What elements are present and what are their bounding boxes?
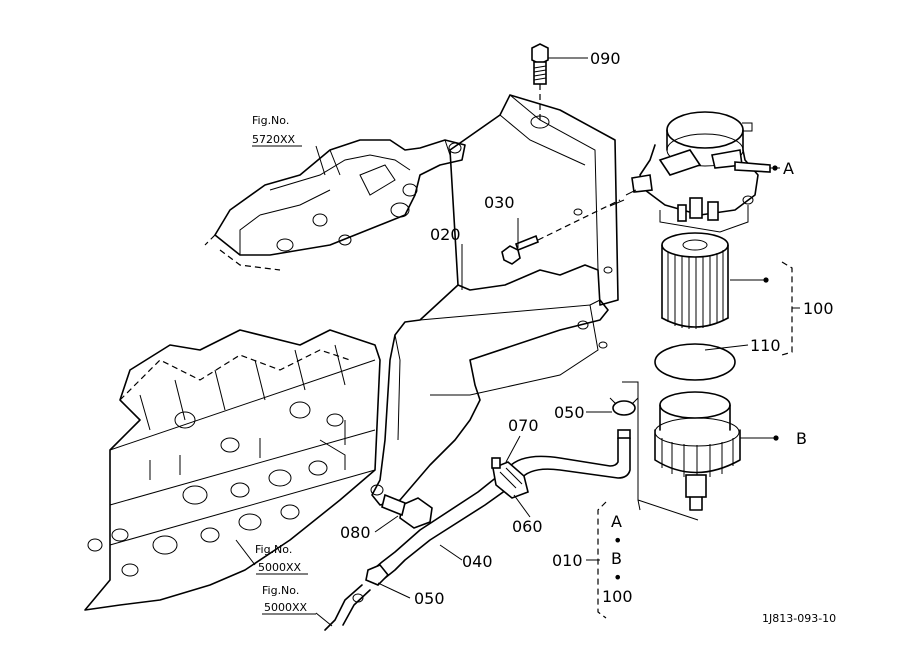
bracket-020 (370, 94, 619, 506)
drawing-code: 1J813-093-10 (762, 612, 836, 625)
label-110: 110 (750, 336, 781, 355)
figref-3-number: 5000XX (264, 601, 308, 614)
label-020: 020 (430, 225, 461, 244)
clamp-050-upper (609, 397, 639, 439)
clamp-050-lower (324, 564, 390, 631)
figref-2-number: 5000XX (258, 561, 302, 574)
bolt-080 (381, 493, 433, 529)
label-070: 070 (508, 416, 539, 435)
bolt-090 (531, 43, 549, 120)
filter-bowl (654, 391, 741, 511)
label-040: 040 (462, 552, 493, 571)
bolt-030 (501, 199, 621, 265)
clamp-060-070 (491, 457, 529, 499)
callout-dots (763, 165, 779, 441)
set-label-100: 100 (602, 587, 633, 606)
set-label-A: A (611, 512, 622, 531)
figref-1-number: 5720XX (252, 133, 296, 146)
engine-block (84, 329, 381, 611)
label-050-upper: 050 (554, 403, 585, 422)
label-010: 010 (552, 551, 583, 570)
label-100: 100 (803, 299, 834, 318)
set-label-dot-1: • (613, 531, 622, 550)
set-label-B: B (611, 549, 622, 568)
filter-element-100 (661, 232, 729, 329)
rocker-arm-assembly (204, 139, 466, 271)
filter-head (631, 111, 771, 233)
hose-040 (374, 437, 631, 579)
label-060: 060 (512, 517, 543, 536)
label-050-lower: 050 (414, 589, 445, 608)
label-090: 090 (590, 49, 621, 68)
set-label-dot-2: • (613, 568, 622, 587)
figref-2-title: Fig.No. (255, 543, 292, 556)
o-ring-110 (654, 343, 736, 381)
label-B-callout: B (796, 429, 807, 448)
figref-1-title: Fig.No. (252, 114, 289, 127)
figref-3-title: Fig.No. (262, 584, 299, 597)
label-080: 080 (340, 523, 371, 542)
label-030: 030 (484, 193, 515, 212)
label-A-callout: A (783, 159, 794, 178)
leader-lines (235, 57, 800, 627)
